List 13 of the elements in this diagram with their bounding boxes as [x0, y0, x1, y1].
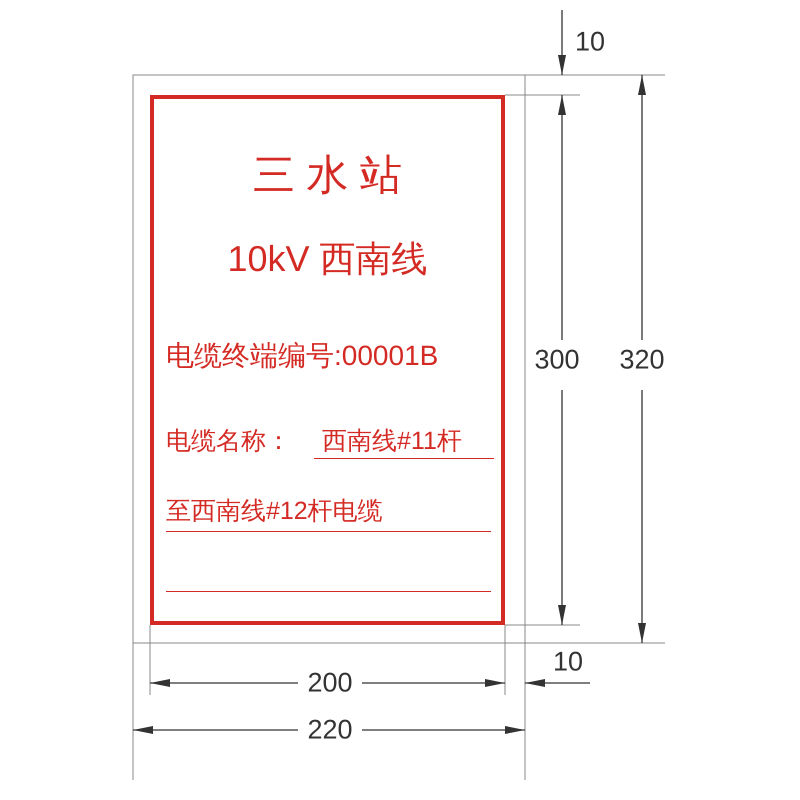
- dimension-label: 10: [574, 28, 606, 56]
- dimension-label: 200: [307, 670, 353, 696]
- dimension-label: 300: [534, 346, 580, 374]
- line-name: 10kV 西南线: [226, 241, 429, 277]
- dimension-label: 10: [552, 648, 584, 676]
- sign-panel: [150, 95, 505, 625]
- cable-name-value: 西南线#11杆: [322, 429, 462, 454]
- terminal-number: 电缆终端编号:00001B: [166, 342, 438, 370]
- station-name: 三 水 站: [252, 154, 404, 196]
- dimension-label: 220: [307, 716, 353, 744]
- dimension-label: 320: [619, 346, 665, 374]
- cable-name-value: 至西南线#12杆电缆: [166, 499, 383, 524]
- field-label: 电缆名称：: [166, 429, 291, 454]
